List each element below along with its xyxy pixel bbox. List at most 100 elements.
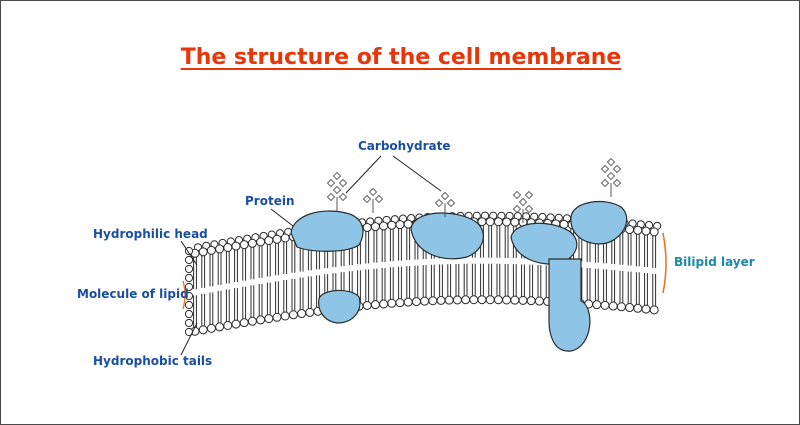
lipid-head <box>625 225 635 235</box>
lipid-head <box>280 311 290 321</box>
lipid-head <box>247 316 257 326</box>
lipid-head <box>510 295 520 305</box>
lipid-head <box>502 217 512 227</box>
lipid-head <box>264 314 274 324</box>
lipid-head <box>231 241 241 251</box>
sugar-unit <box>612 178 622 188</box>
lipid-head <box>387 220 397 230</box>
sugar-unit <box>338 178 348 188</box>
lipid-head <box>485 217 495 227</box>
hydrophilic-head-label: Hydrophilic head <box>93 227 208 241</box>
lipid-head <box>184 246 194 256</box>
sugar-unit <box>606 171 616 181</box>
carbohydrate-chain-4 <box>512 190 534 223</box>
sugar-unit <box>446 198 456 208</box>
lipid-head <box>387 298 397 308</box>
lipid-head <box>206 323 216 333</box>
lipid-head <box>469 295 479 305</box>
sugar-unit <box>524 204 534 214</box>
carbohydrate-chain-2 <box>362 187 384 213</box>
lipid-head <box>641 226 651 236</box>
lipid-head <box>184 300 194 310</box>
lipid-head <box>305 307 315 317</box>
hydrophilic-pointer <box>180 240 198 266</box>
sugar-unit <box>524 190 534 200</box>
sugar-unit <box>326 192 336 202</box>
carbohydrate-chain-1 <box>326 171 348 211</box>
sugar-unit <box>600 164 610 174</box>
lipid-head <box>395 220 405 230</box>
sugar-unit <box>606 157 616 167</box>
lipid-head <box>461 295 471 305</box>
lipid-head <box>370 222 380 232</box>
molecule-of-lipid-label: Molecule of lipid <box>77 287 189 301</box>
lipid-head <box>526 296 536 306</box>
lipid-head <box>231 319 241 329</box>
bilipid-layer-label: Bilipid layer <box>674 255 755 269</box>
protein-4 <box>510 222 578 265</box>
lipid-head <box>395 298 405 308</box>
lipid-head <box>256 315 266 325</box>
lipid-head <box>215 244 225 254</box>
protein-2 <box>318 289 361 324</box>
lipid-head <box>428 296 438 306</box>
lipid-head <box>477 295 487 305</box>
lipid-head <box>184 264 194 274</box>
lipid-head <box>649 227 659 237</box>
sugar-unit <box>440 191 450 201</box>
carbohydrate-label: Carbohydrate <box>358 139 451 153</box>
lipid-head <box>223 242 233 252</box>
lipid-head <box>633 303 643 313</box>
lipid-head <box>184 255 194 265</box>
lipid-head <box>184 318 194 328</box>
sugar-unit <box>332 171 342 181</box>
lipid-head <box>420 296 430 306</box>
carbohydrate-chain-5 <box>600 157 622 197</box>
sugar-unit <box>512 190 522 200</box>
lipid-bracket <box>182 280 186 310</box>
carbohydrate-pointer <box>392 155 442 192</box>
lipid-head <box>510 217 520 227</box>
sugar-unit <box>338 192 348 202</box>
sugar-unit <box>612 164 622 174</box>
sugar-unit <box>368 187 378 197</box>
lipid-head <box>280 233 290 243</box>
protein-5 <box>570 200 628 245</box>
lipid-head <box>502 295 512 305</box>
lipid-head <box>198 247 208 257</box>
lipid-head <box>493 295 503 305</box>
lipid-head <box>403 297 413 307</box>
lipid-head <box>362 222 372 232</box>
lipid-head <box>411 297 421 307</box>
lipid-head <box>184 273 194 283</box>
carbohydrate-pointer <box>345 155 382 194</box>
hydrophobic-pointer <box>180 322 198 356</box>
sugar-unit <box>600 178 610 188</box>
protein-pointer <box>270 208 294 227</box>
lipid-head <box>493 217 503 227</box>
protein-1 <box>290 210 364 252</box>
lipid-head <box>633 225 643 235</box>
bilayer-bracket <box>662 232 667 294</box>
lipid-head <box>518 295 528 305</box>
lipid-head <box>625 303 635 313</box>
lipid-head <box>362 300 372 310</box>
carbohydrate-chains <box>326 157 622 223</box>
lipid-head <box>184 282 194 292</box>
label-pointers <box>180 155 667 356</box>
lipid-head <box>444 295 454 305</box>
lipid-head <box>379 221 389 231</box>
lipid-head <box>215 322 225 332</box>
lipid-head <box>247 238 257 248</box>
lipid-head <box>198 325 208 335</box>
lipid-head <box>534 296 544 306</box>
lipid-head <box>485 295 495 305</box>
diagram-title: The structure of the cell membrane <box>180 45 622 70</box>
sugar-unit <box>434 198 444 208</box>
lipid-head <box>264 236 274 246</box>
sugar-unit <box>512 204 522 214</box>
membrane-proteins <box>290 200 628 352</box>
lipid-head <box>379 299 389 309</box>
